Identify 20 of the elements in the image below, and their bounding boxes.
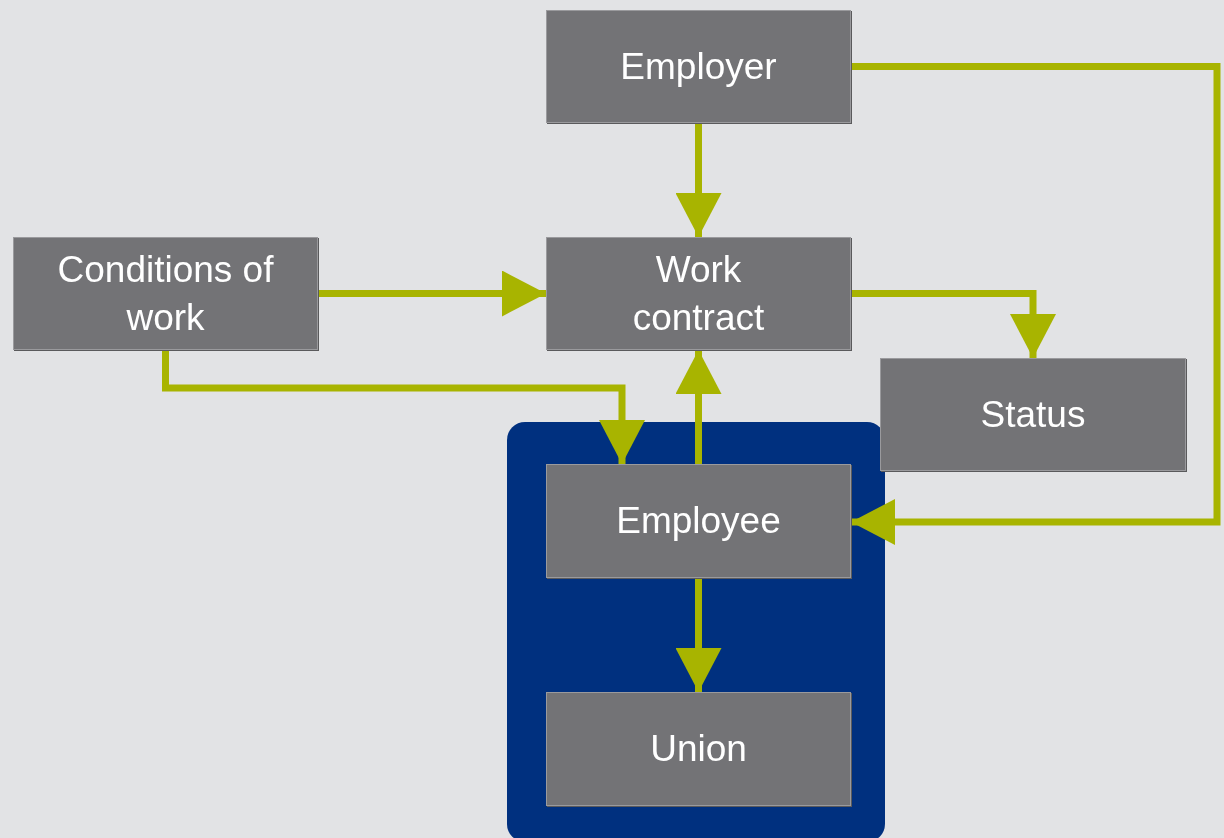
process-box — [546, 10, 851, 123]
process-box — [546, 464, 851, 578]
box-label: Conditions of work — [56, 247, 275, 340]
process-box — [546, 692, 851, 806]
process-box — [880, 358, 1186, 471]
arrow — [851, 63, 1221, 545]
box-label: Union — [649, 727, 748, 771]
box-label: Status — [979, 392, 1087, 437]
box-label: Work contract — [631, 247, 766, 340]
process-box — [13, 237, 318, 350]
box-label: Employee — [615, 499, 782, 543]
arrow — [675, 350, 722, 464]
arrow — [851, 290, 1056, 358]
arrow — [675, 123, 722, 237]
arrow — [318, 270, 546, 317]
box-label: Employer — [619, 44, 778, 89]
arrow — [162, 350, 645, 464]
arrow — [675, 578, 722, 692]
panel-background — [507, 422, 885, 838]
process-box — [546, 237, 851, 350]
